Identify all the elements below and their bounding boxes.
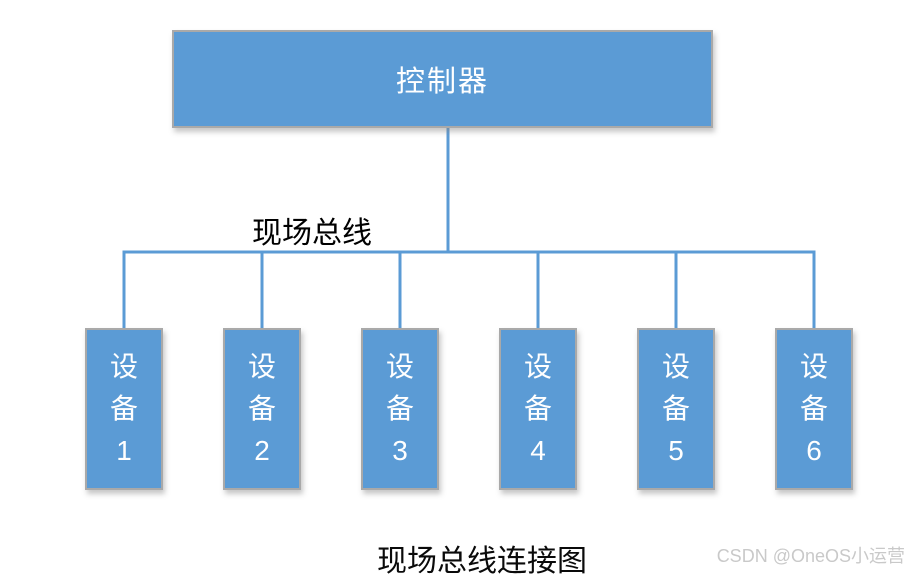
device-node-2: 设备2 xyxy=(223,328,301,490)
device-node-6: 设备6 xyxy=(775,328,853,490)
controller-node: 控制器 xyxy=(172,30,713,128)
csdn-watermark: CSDN @OneOS小运营 xyxy=(716,546,905,566)
device-node-3: 设备3 xyxy=(361,328,439,490)
controller-label: 控制器 xyxy=(395,66,489,98)
diagram-caption: 现场总线连接图 xyxy=(377,545,587,574)
device-node-5: 设备5 xyxy=(637,328,715,490)
device-label-2: 设备2 xyxy=(247,351,276,466)
device-label-6: 设备6 xyxy=(799,351,828,466)
device-node-4: 设备4 xyxy=(499,328,577,490)
bus-label: 现场总线 xyxy=(252,217,372,250)
device-node-1: 设备1 xyxy=(85,328,163,490)
device-label-5: 设备5 xyxy=(661,351,690,466)
device-label-1: 设备1 xyxy=(109,351,138,466)
device-label-3: 设备3 xyxy=(385,351,414,466)
device-label-4: 设备4 xyxy=(523,351,552,466)
